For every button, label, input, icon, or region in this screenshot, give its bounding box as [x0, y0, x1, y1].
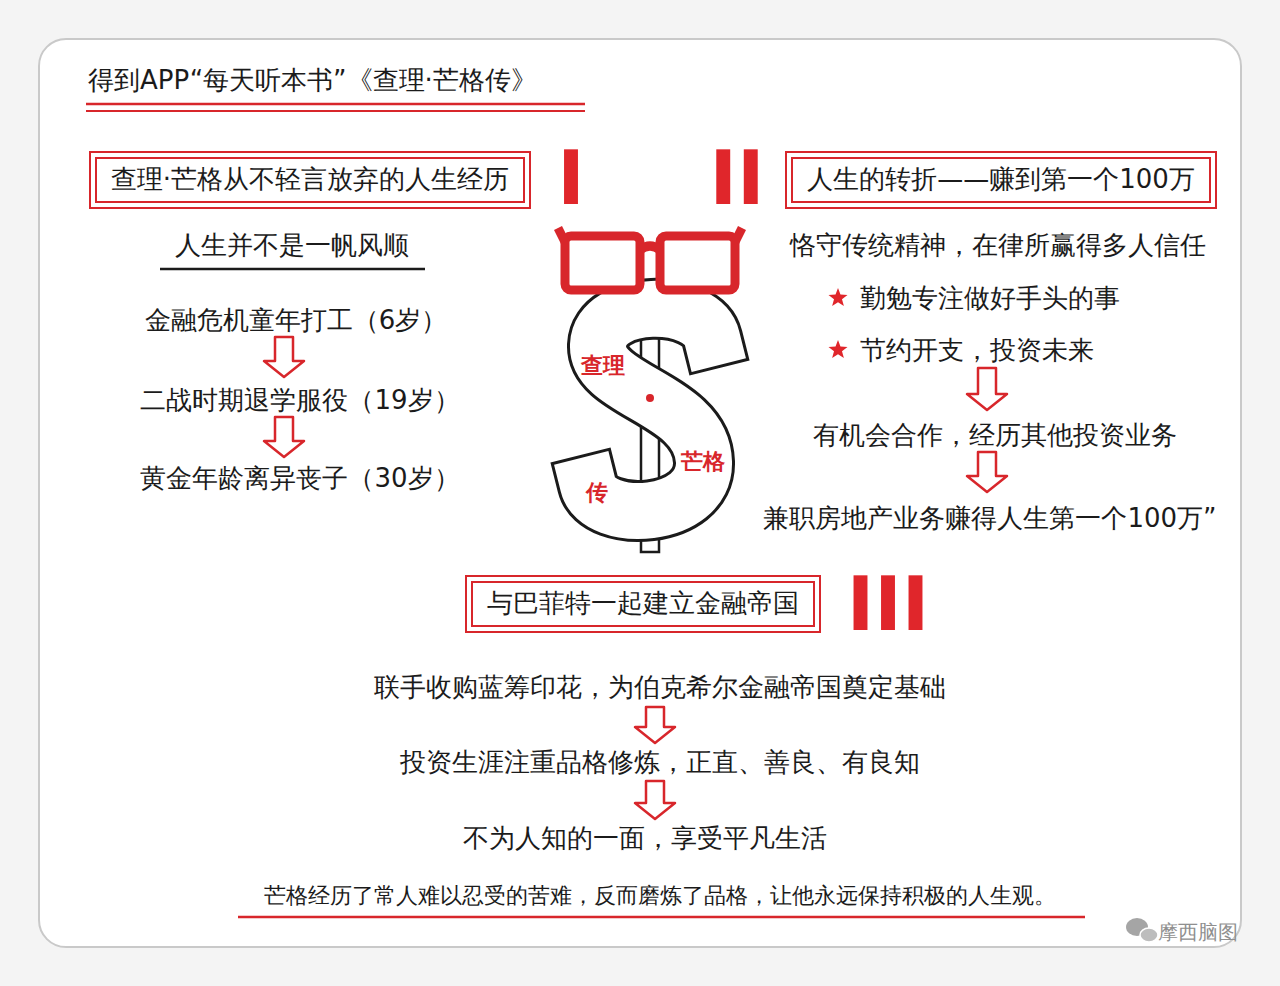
bullet-text: 节约开支，投资未来 [860, 334, 1094, 367]
timeline-item: 黄金年龄离异丧子（30岁） [140, 462, 459, 495]
name-dot [646, 394, 654, 402]
note-text: 联手收购蓝筹印花，为伯克希尔金融帝国奠定基础 [374, 671, 946, 704]
title-underline [86, 110, 585, 112]
section-box: 人生的转折——赚到第一个100万 [785, 151, 1217, 209]
roman-numeral: II [709, 141, 764, 215]
dollar-text: 芒格 [680, 450, 726, 474]
down-arrow [264, 417, 304, 457]
star-bullet [828, 288, 847, 306]
box-label: 与巴菲特一起建立金融帝国 [487, 587, 799, 621]
note-text: 有机会合作，经历其他投资业务 [813, 419, 1177, 452]
glasses-temple [735, 228, 742, 242]
timeline-item: 二战时期退学服役（19岁） [140, 384, 459, 417]
down-arrow [264, 337, 304, 377]
heading-underline [160, 268, 425, 271]
glasses-bridge [640, 246, 660, 250]
section-box: 与巴菲特一起建立金融帝国 [465, 575, 821, 633]
note-text: 投资生涯注重品格修炼，正直、善良、有良知 [400, 746, 920, 779]
glasses-lens [660, 236, 735, 290]
dollar-text: 查理 [580, 354, 626, 378]
dollar-text: 传 [585, 481, 609, 505]
down-arrow [967, 452, 1007, 492]
roman-numeral: I [557, 141, 585, 215]
note-text: 恪守传统精神，在律所赢得多人信任 [790, 229, 1206, 262]
box-label: 人生的转折——赚到第一个100万 [807, 163, 1195, 197]
title-underline [86, 103, 585, 106]
glasses-lens [565, 236, 640, 290]
section-box: 查理·芒格从不轻言放弃的人生经历 [89, 151, 531, 209]
bullet-text: 勤勉专注做好手头的事 [860, 282, 1120, 315]
star-bullet [828, 340, 847, 358]
watermark-icon [1140, 928, 1158, 942]
box-label: 查理·芒格从不轻言放弃的人生经历 [111, 163, 509, 197]
note-text: 不为人知的一面，享受平凡生活 [463, 822, 827, 855]
sub-heading: 人生并不是一帆风顺 [175, 229, 409, 262]
timeline-item: 金融危机童年打工（6岁） [145, 304, 448, 337]
down-arrow [967, 368, 1007, 410]
note-text: 兼职房地产业务赚得人生第一个100万” [763, 502, 1216, 535]
diagram-title: 得到APP“每天听本书”《查理·芒格传》 [88, 64, 537, 97]
summary-underline [238, 916, 1085, 919]
watermark: 摩西脑图 [1158, 920, 1238, 945]
summary-text: 芒格经历了常人难以忍受的苦难，反而磨炼了品格，让他永远保持积极的人生观。 [264, 882, 1056, 910]
down-arrow [635, 707, 675, 743]
glasses-temple [558, 228, 565, 242]
roman-numeral: III [847, 567, 930, 641]
down-arrow [635, 781, 675, 819]
